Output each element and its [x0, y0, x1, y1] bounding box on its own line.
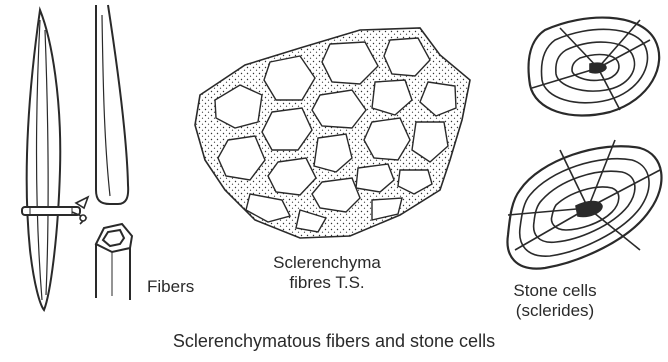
fiber-section	[96, 224, 132, 300]
sclerenchyma-label-line1: Sclerenchyma	[262, 253, 392, 273]
diagram-caption: Sclerenchymatous fibers and stone cells	[84, 331, 584, 351]
fiber-tip	[96, 5, 128, 204]
fibers-label: Fibers	[147, 277, 194, 297]
long-fiber	[22, 10, 80, 310]
stone-cells-label-line1: Stone cells	[490, 281, 620, 301]
stone-cells-label: Stone cells (sclerides)	[490, 281, 620, 321]
stone-cells-label-line2: (sclerides)	[490, 301, 620, 321]
stone-cell-bottom	[507, 140, 661, 269]
sclerenchyma-label-line2: fibres T.S.	[262, 273, 392, 293]
sclerenchyma-section	[195, 28, 470, 238]
stone-cell-top	[529, 18, 660, 116]
sclerenchyma-label: Sclerenchyma fibres T.S.	[262, 253, 392, 293]
